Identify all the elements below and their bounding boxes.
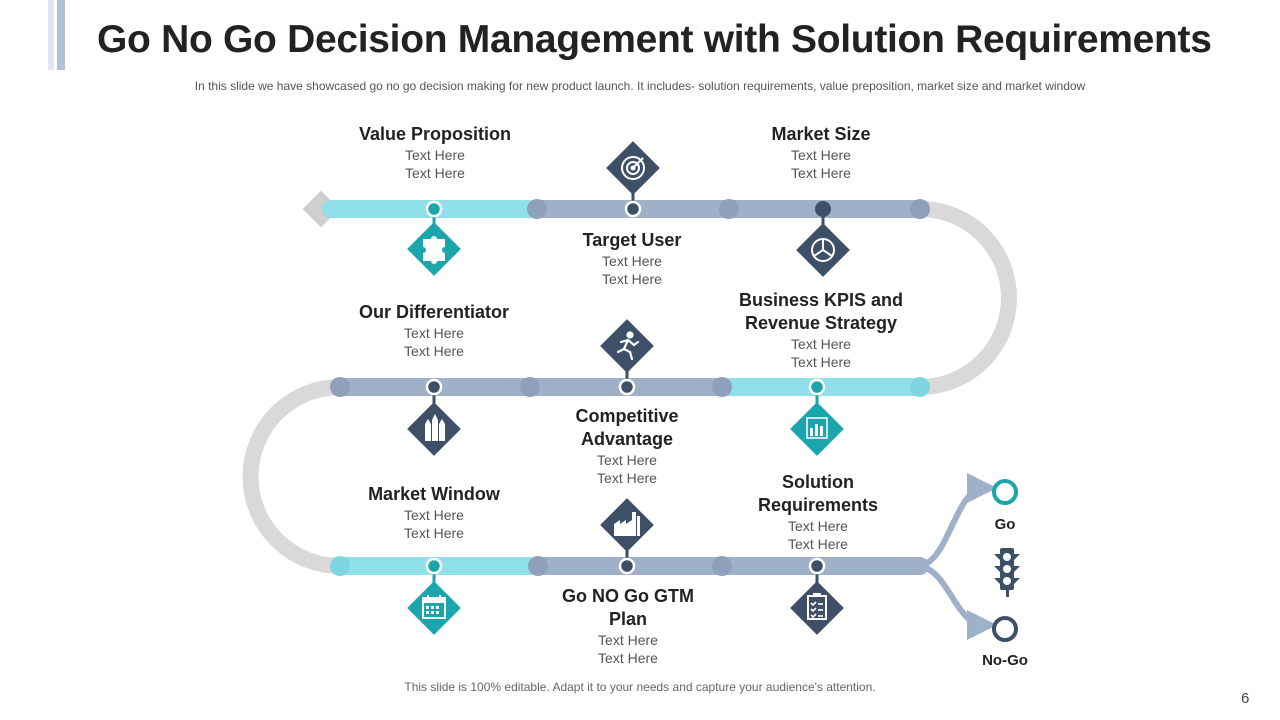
milestone-text: Text Here xyxy=(404,525,464,541)
label-value-proposition: Value Proposition Text Here Text Here xyxy=(315,123,555,182)
target-icon xyxy=(621,156,645,180)
milestone-text: Text Here xyxy=(404,343,464,359)
nogo-label: No-Go xyxy=(982,652,1028,669)
label-market-size: Market Size Text Here Text Here xyxy=(701,123,941,182)
milestone-text: Text Here xyxy=(791,165,851,181)
label-solution-requirements: Solution Requirements Text Here Text Her… xyxy=(698,471,938,553)
page-number: 6 xyxy=(1241,690,1250,707)
milestone-text: Text Here xyxy=(598,650,658,666)
milestone-text: Text Here xyxy=(404,325,464,341)
go-circle xyxy=(992,479,1018,505)
milestone-text: Text Here xyxy=(791,354,851,370)
label-competitive-advantage: Competitive Advantage Text Here Text Her… xyxy=(507,405,747,487)
milestone-text: Text Here xyxy=(597,470,657,486)
milestone-title: Solution Requirements xyxy=(757,472,879,515)
calendar-icon xyxy=(422,595,446,619)
accent-bar-dark xyxy=(57,0,65,70)
milestone-value-proposition xyxy=(407,200,461,276)
milestone-title: Our Differentiator xyxy=(358,302,509,322)
milestone-text: Text Here xyxy=(405,147,465,163)
go-arrow xyxy=(918,473,997,569)
milestone-text: Text Here xyxy=(791,147,851,163)
label-gtm-plan: Go NO Go GTM Plan Text Here Text Here xyxy=(508,585,748,667)
pencils-icon xyxy=(425,414,445,441)
label-target-user: Target User Text Here Text Here xyxy=(512,229,752,288)
milestone-text: Text Here xyxy=(788,518,848,534)
road-curve-right xyxy=(919,201,1017,395)
milestone-title: Target User xyxy=(582,230,682,250)
pie-chart-icon xyxy=(811,238,835,262)
runner-icon xyxy=(616,331,640,361)
milestone-title: Go NO Go GTM Plan xyxy=(562,586,694,629)
bar-chart-icon xyxy=(806,417,828,439)
label-our-differentiator: Our Differentiator Text Here Text Here xyxy=(314,301,554,360)
milestone-title: Business KPIS and Revenue Strategy xyxy=(738,290,904,333)
milestone-text: Text Here xyxy=(404,507,464,523)
page-title: Go No Go Decision Management with Soluti… xyxy=(97,18,1212,61)
nogo-circle xyxy=(992,616,1018,642)
milestone-text: Text Here xyxy=(602,271,662,287)
milestone-title: Competitive Advantage xyxy=(575,406,679,449)
milestone-text: Text Here xyxy=(597,452,657,468)
label-market-window: Market Window Text Here Text Here xyxy=(314,483,554,542)
checklist-icon xyxy=(807,593,827,620)
milestone-our-differentiator xyxy=(407,378,461,456)
milestone-text: Text Here xyxy=(788,536,848,552)
milestone-title: Market Window xyxy=(368,484,500,504)
road-curve-left xyxy=(242,379,341,574)
road-row-1 xyxy=(322,199,930,219)
accent-bar-light xyxy=(48,0,54,70)
puzzle-icon xyxy=(423,236,445,264)
milestone-text: Text Here xyxy=(791,336,851,352)
milestone-title: Value Proposition xyxy=(358,124,512,144)
factory-icon xyxy=(614,512,640,536)
label-business-kpis: Business KPIS and Revenue Strategy Text … xyxy=(701,289,941,371)
go-label: Go xyxy=(994,516,1016,533)
nogo-arrow xyxy=(919,563,997,640)
milestone-title: Market Size xyxy=(771,124,871,144)
page-subtitle: In this slide we have showcased go no go… xyxy=(194,79,1086,93)
footer-note: This slide is 100% editable. Adapt it to… xyxy=(404,680,876,694)
milestone-text: Text Here xyxy=(405,165,465,181)
traffic-light-icon xyxy=(994,548,1020,597)
milestone-text: Text Here xyxy=(602,253,662,269)
start-diamond xyxy=(302,190,340,228)
milestone-text: Text Here xyxy=(598,632,658,648)
